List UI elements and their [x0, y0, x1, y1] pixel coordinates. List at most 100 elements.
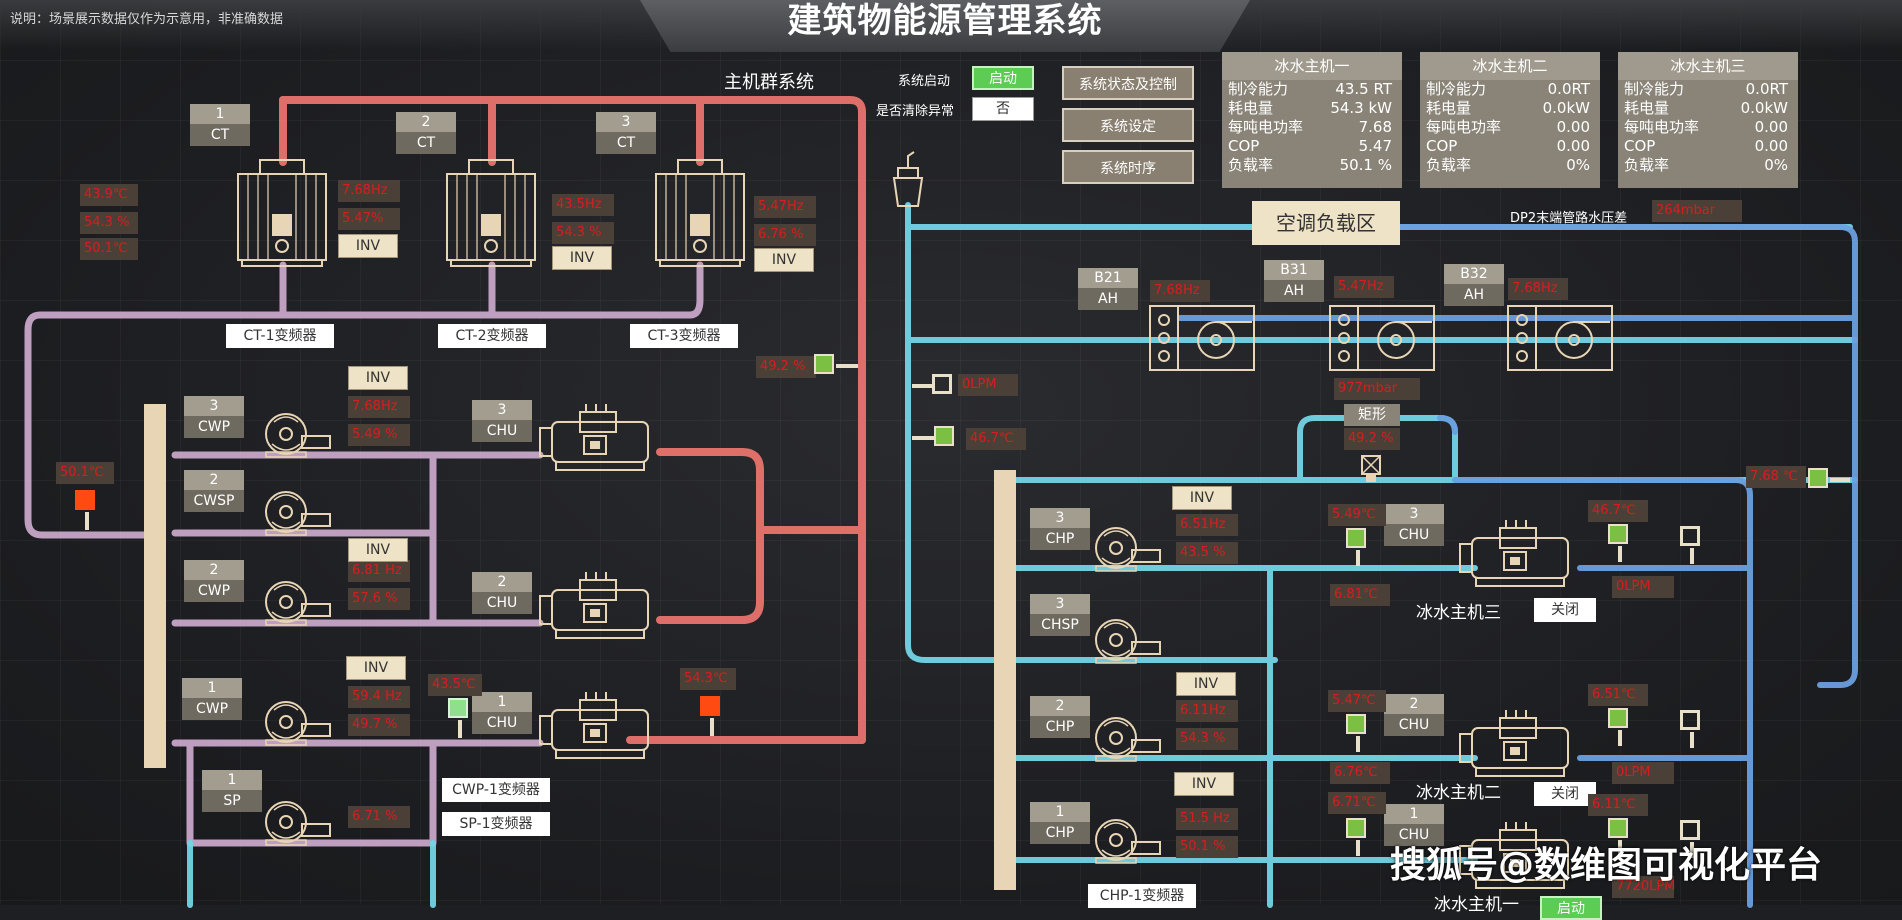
- cwp1-inv-button[interactable]: INV: [346, 656, 406, 680]
- hot-pipe-chu3: [656, 448, 866, 534]
- right-chu2-return-temp: 6.51℃: [1588, 684, 1648, 706]
- row-value: 7.68: [1358, 118, 1392, 136]
- left-chu-tag-2-type: CHU: [472, 592, 532, 614]
- right-chu1-flow-sensor-stem: [1690, 842, 1694, 858]
- flow-sensor[interactable]: [932, 374, 952, 394]
- right-chu2-inlet-sensor[interactable]: [1346, 714, 1366, 734]
- chu1-outlet-sensor[interactable]: [700, 696, 720, 716]
- row-value: 0%: [1764, 156, 1788, 174]
- cw-temp-sensor-stem: [85, 512, 89, 530]
- right-chiller-state-2[interactable]: 关闭: [1534, 782, 1596, 806]
- chp-pump-3-icon[interactable]: [1095, 717, 1161, 762]
- right-chu1-inlet-temp: 6.71℃: [1328, 792, 1386, 814]
- chu1-inlet-sensor[interactable]: [448, 698, 468, 718]
- right-chiller-3-icon[interactable]: [1459, 520, 1569, 587]
- chp-pump-2-icon[interactable]: [1095, 619, 1161, 664]
- right-chu3-return-sensor[interactable]: [1608, 524, 1628, 544]
- ct1-inv-button[interactable]: INV: [338, 234, 398, 258]
- right-chiller-1-icon[interactable]: [1459, 822, 1569, 889]
- riser-valve-sensor[interactable]: [814, 354, 834, 374]
- system-settings-button[interactable]: 系统设定: [1062, 108, 1194, 142]
- system-sequence-button[interactable]: 系统时序: [1062, 150, 1194, 184]
- cooling-tower-1[interactable]: [237, 159, 327, 267]
- right-chu2-flow-sensor[interactable]: [1680, 710, 1700, 730]
- right-chiller-state-1[interactable]: 启动: [1540, 896, 1602, 920]
- cwp3-inv-button[interactable]: INV: [348, 366, 408, 390]
- row-label: 负载率: [1228, 156, 1274, 174]
- right-chu2-return-sensor[interactable]: [1608, 708, 1628, 728]
- cwp2-inv-button[interactable]: INV: [348, 538, 408, 562]
- cw-pipe-top: [36, 261, 704, 319]
- right-chiller-state-3[interactable]: 关闭: [1534, 598, 1596, 622]
- cooling-tower-2[interactable]: [446, 159, 536, 267]
- valve-icon[interactable]: [1361, 455, 1381, 482]
- row-label: 耗电量: [1228, 99, 1274, 117]
- right-chu-tag-3-type: CHU: [1384, 524, 1444, 546]
- left-pump-tag-4-type: CWP: [182, 698, 242, 720]
- left-chiller-3-icon[interactable]: [539, 404, 649, 471]
- ct3-inv-button[interactable]: INV: [754, 248, 814, 272]
- chp3-inv-button[interactable]: INV: [1172, 486, 1232, 510]
- clear-fault-label: 是否清除异常: [876, 104, 955, 119]
- right-chu1-flow-sensor[interactable]: [1680, 820, 1700, 840]
- row-value: 0.00: [1556, 118, 1590, 136]
- ct-left-value-1: 43.9℃: [80, 184, 138, 206]
- ahu-b21-icon[interactable]: [1149, 305, 1255, 371]
- cooling-tower-3[interactable]: [655, 159, 745, 267]
- right-chiller-2-icon[interactable]: [1459, 710, 1569, 777]
- chp-pump-4-icon[interactable]: [1095, 819, 1161, 864]
- left-chiller-2-icon[interactable]: [539, 572, 649, 639]
- chp-pump-1-icon[interactable]: [1095, 527, 1161, 572]
- clear-fault-select[interactable]: 否: [972, 97, 1034, 121]
- start-button[interactable]: 启动: [972, 66, 1034, 90]
- left-pump-tag-5-number: 1: [202, 770, 262, 790]
- left-pump-3-icon[interactable]: [265, 581, 331, 626]
- ahu-b31-icon[interactable]: [1329, 305, 1435, 371]
- cw-temp-sensor[interactable]: [75, 490, 95, 510]
- cw-return-temp: 50.1℃: [56, 462, 114, 484]
- row-value: 5.47: [1358, 137, 1392, 155]
- return-temp-sensor[interactable]: [1808, 468, 1828, 488]
- right-chu1-inlet-sensor[interactable]: [1346, 818, 1366, 838]
- left-pump-2-icon[interactable]: [265, 491, 331, 536]
- right-chu3-inlet-sensor[interactable]: [1346, 528, 1366, 548]
- right-chu3-flow-sensor[interactable]: [1680, 526, 1700, 546]
- chp-tag-3-type: CHP: [1030, 716, 1090, 738]
- chp2-inv-button[interactable]: INV: [1176, 672, 1236, 696]
- left-pump-5-icon[interactable]: [265, 801, 331, 846]
- ct2-inv-button[interactable]: INV: [552, 246, 612, 270]
- left-pump-1-icon[interactable]: [265, 413, 331, 458]
- left-chiller-1-icon[interactable]: [539, 692, 649, 759]
- supply-temp-sensor[interactable]: [934, 426, 954, 446]
- chp1-inv-button[interactable]: INV: [1174, 772, 1234, 796]
- right-chu2-outlet-temp: 6.76℃: [1330, 762, 1390, 784]
- ahu-b32-icon[interactable]: [1507, 305, 1613, 371]
- right-chu1-return-sensor[interactable]: [1608, 818, 1628, 838]
- left-pump-4-icon[interactable]: [265, 701, 331, 746]
- system-status-button[interactable]: 系统状态及控制: [1062, 66, 1194, 100]
